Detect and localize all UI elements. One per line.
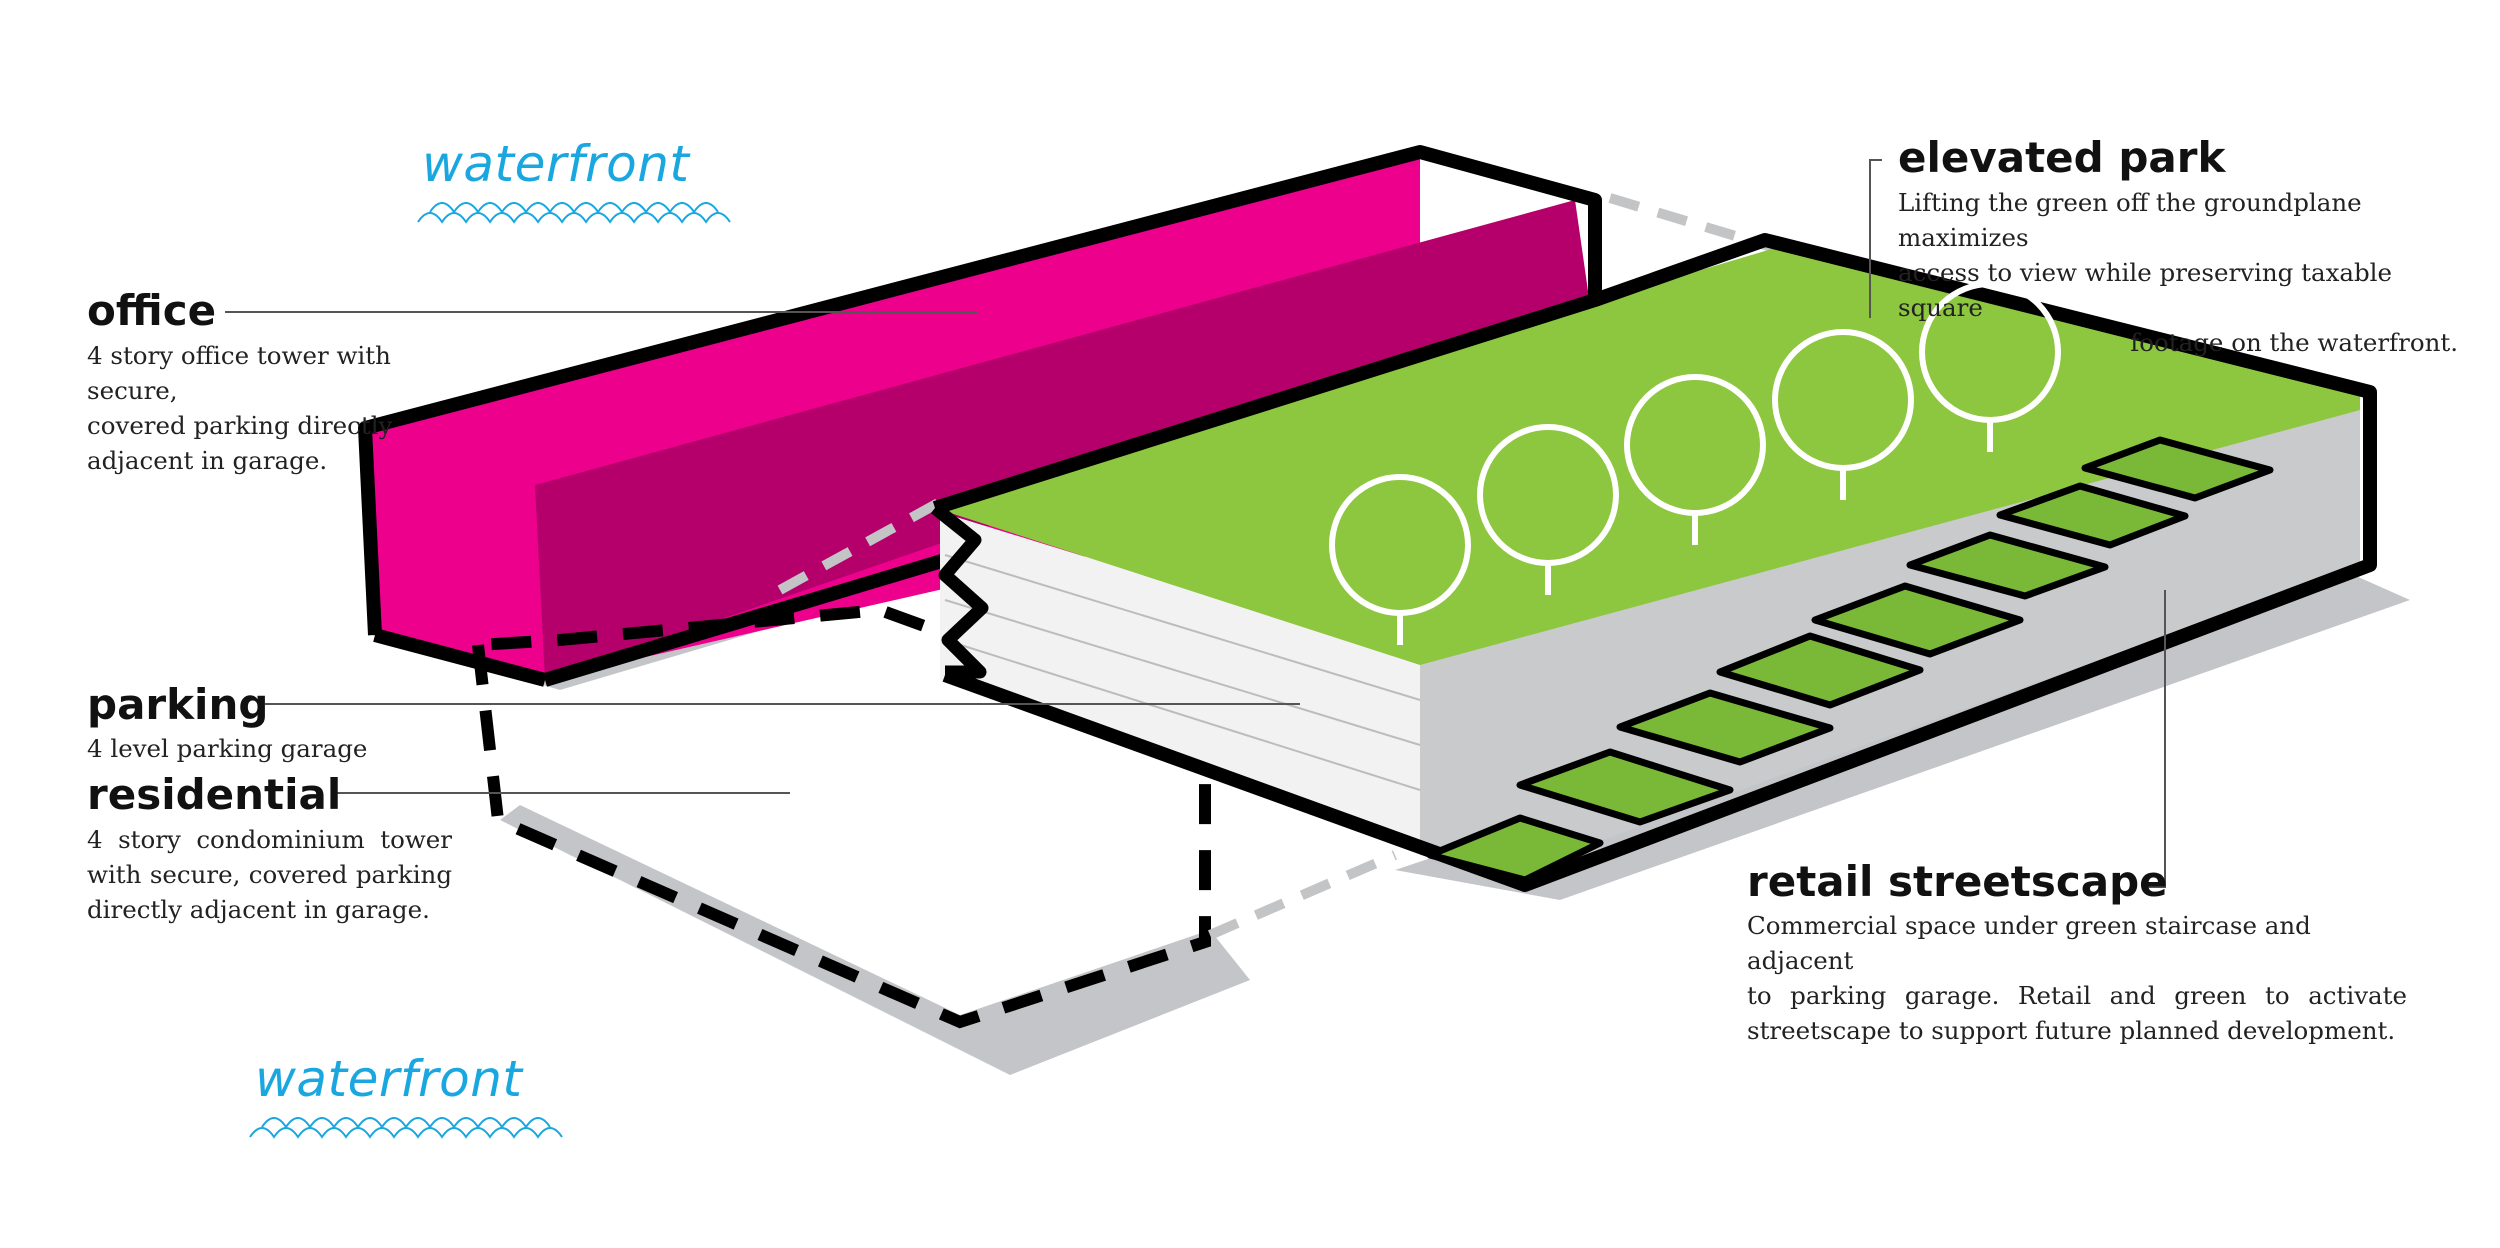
stair-step xyxy=(1716,632,1924,709)
waterfront-waves-top xyxy=(417,202,731,224)
park-trees xyxy=(1329,281,2061,645)
elevated-park-title: elevated park xyxy=(1898,133,2226,182)
dashed-connectors xyxy=(472,193,1777,1029)
green-staircase xyxy=(1426,436,2274,884)
retail-desc-line: streetscape to support future planned de… xyxy=(1747,1016,2396,1045)
tree-icon xyxy=(1477,424,1619,595)
office-shade-face xyxy=(535,200,1590,680)
parking-description: 4 level parking garage xyxy=(87,731,487,766)
elevated-park-desc-line: footage on the waterfront. xyxy=(2130,328,2458,357)
stair-step xyxy=(1616,689,1834,766)
connector-gray-2 xyxy=(777,497,943,595)
office-building xyxy=(358,145,1602,687)
office-base-line-2 xyxy=(542,553,948,687)
residential-desc-line: with secure, covered parking xyxy=(87,860,452,889)
stair-step xyxy=(2081,436,2274,502)
stair-step xyxy=(1516,748,1734,826)
tree-icon xyxy=(1772,329,1914,500)
stair-step xyxy=(1996,482,2189,549)
elevated-park-desc-line: Lifting the green off the groundplane ma… xyxy=(1898,188,2362,252)
office-desc-line: adjacent in garage. xyxy=(87,446,328,475)
retail-leader xyxy=(2145,590,2166,888)
office-description: 4 story office tower with secure, covere… xyxy=(87,338,487,478)
residential-desc-line: 4 story condominium tower xyxy=(87,825,452,854)
stair-step xyxy=(1906,531,2109,600)
elevated-park-desc-line: access to view while preserving taxable … xyxy=(1898,258,2393,322)
park-roof-outline xyxy=(932,233,2377,892)
retail-desc-line: Commercial space under green staircase a… xyxy=(1747,911,2311,975)
leader-lines xyxy=(225,159,2166,888)
tree-icon xyxy=(1919,281,2061,452)
retail-streetscape-description: Commercial space under green staircase a… xyxy=(1747,908,2407,1048)
connector-gray-3 xyxy=(1208,850,1397,940)
retail-desc-line: to parking garage. Retail and green to a… xyxy=(1747,981,2407,1010)
office-title: office xyxy=(87,286,217,335)
stair-step xyxy=(1426,814,1604,884)
office-desc-line: 4 story office tower with secure, xyxy=(87,341,391,405)
office-base-line xyxy=(373,628,547,687)
tree-icon xyxy=(1329,474,1471,645)
retail-streetscape-title: retail streetscape xyxy=(1747,857,2168,906)
connector-gray-1 xyxy=(1608,193,1777,253)
residential-shadow xyxy=(500,805,1250,1075)
tree-icon xyxy=(1624,374,1766,545)
waterfront-label-top: waterfront xyxy=(422,135,690,193)
office-outline xyxy=(358,145,1602,636)
residential-desc-line: directly adjacent in garage. xyxy=(87,895,430,924)
garage-floor-lines xyxy=(944,554,1421,791)
elevated-park-description: Lifting the green off the groundplane ma… xyxy=(1898,185,2458,360)
park-leader xyxy=(1869,159,1882,318)
park-roof xyxy=(935,248,2360,665)
waterfront-label-bottom: waterfront xyxy=(255,1050,523,1108)
park-garage-block xyxy=(930,233,2377,892)
office-desc-line: covered parking directly xyxy=(87,411,393,440)
parking-desc-line: 4 level parking garage xyxy=(87,734,368,763)
residential-description: 4 story condominium tower with secure, c… xyxy=(87,822,452,927)
parking-title: parking xyxy=(87,680,269,729)
garage-front-face xyxy=(940,512,1420,845)
garage-cut-edge xyxy=(930,502,989,679)
stair-step xyxy=(1811,582,2024,658)
waterfront-waves-bottom xyxy=(249,1117,563,1139)
residential-title: residential xyxy=(87,770,342,819)
